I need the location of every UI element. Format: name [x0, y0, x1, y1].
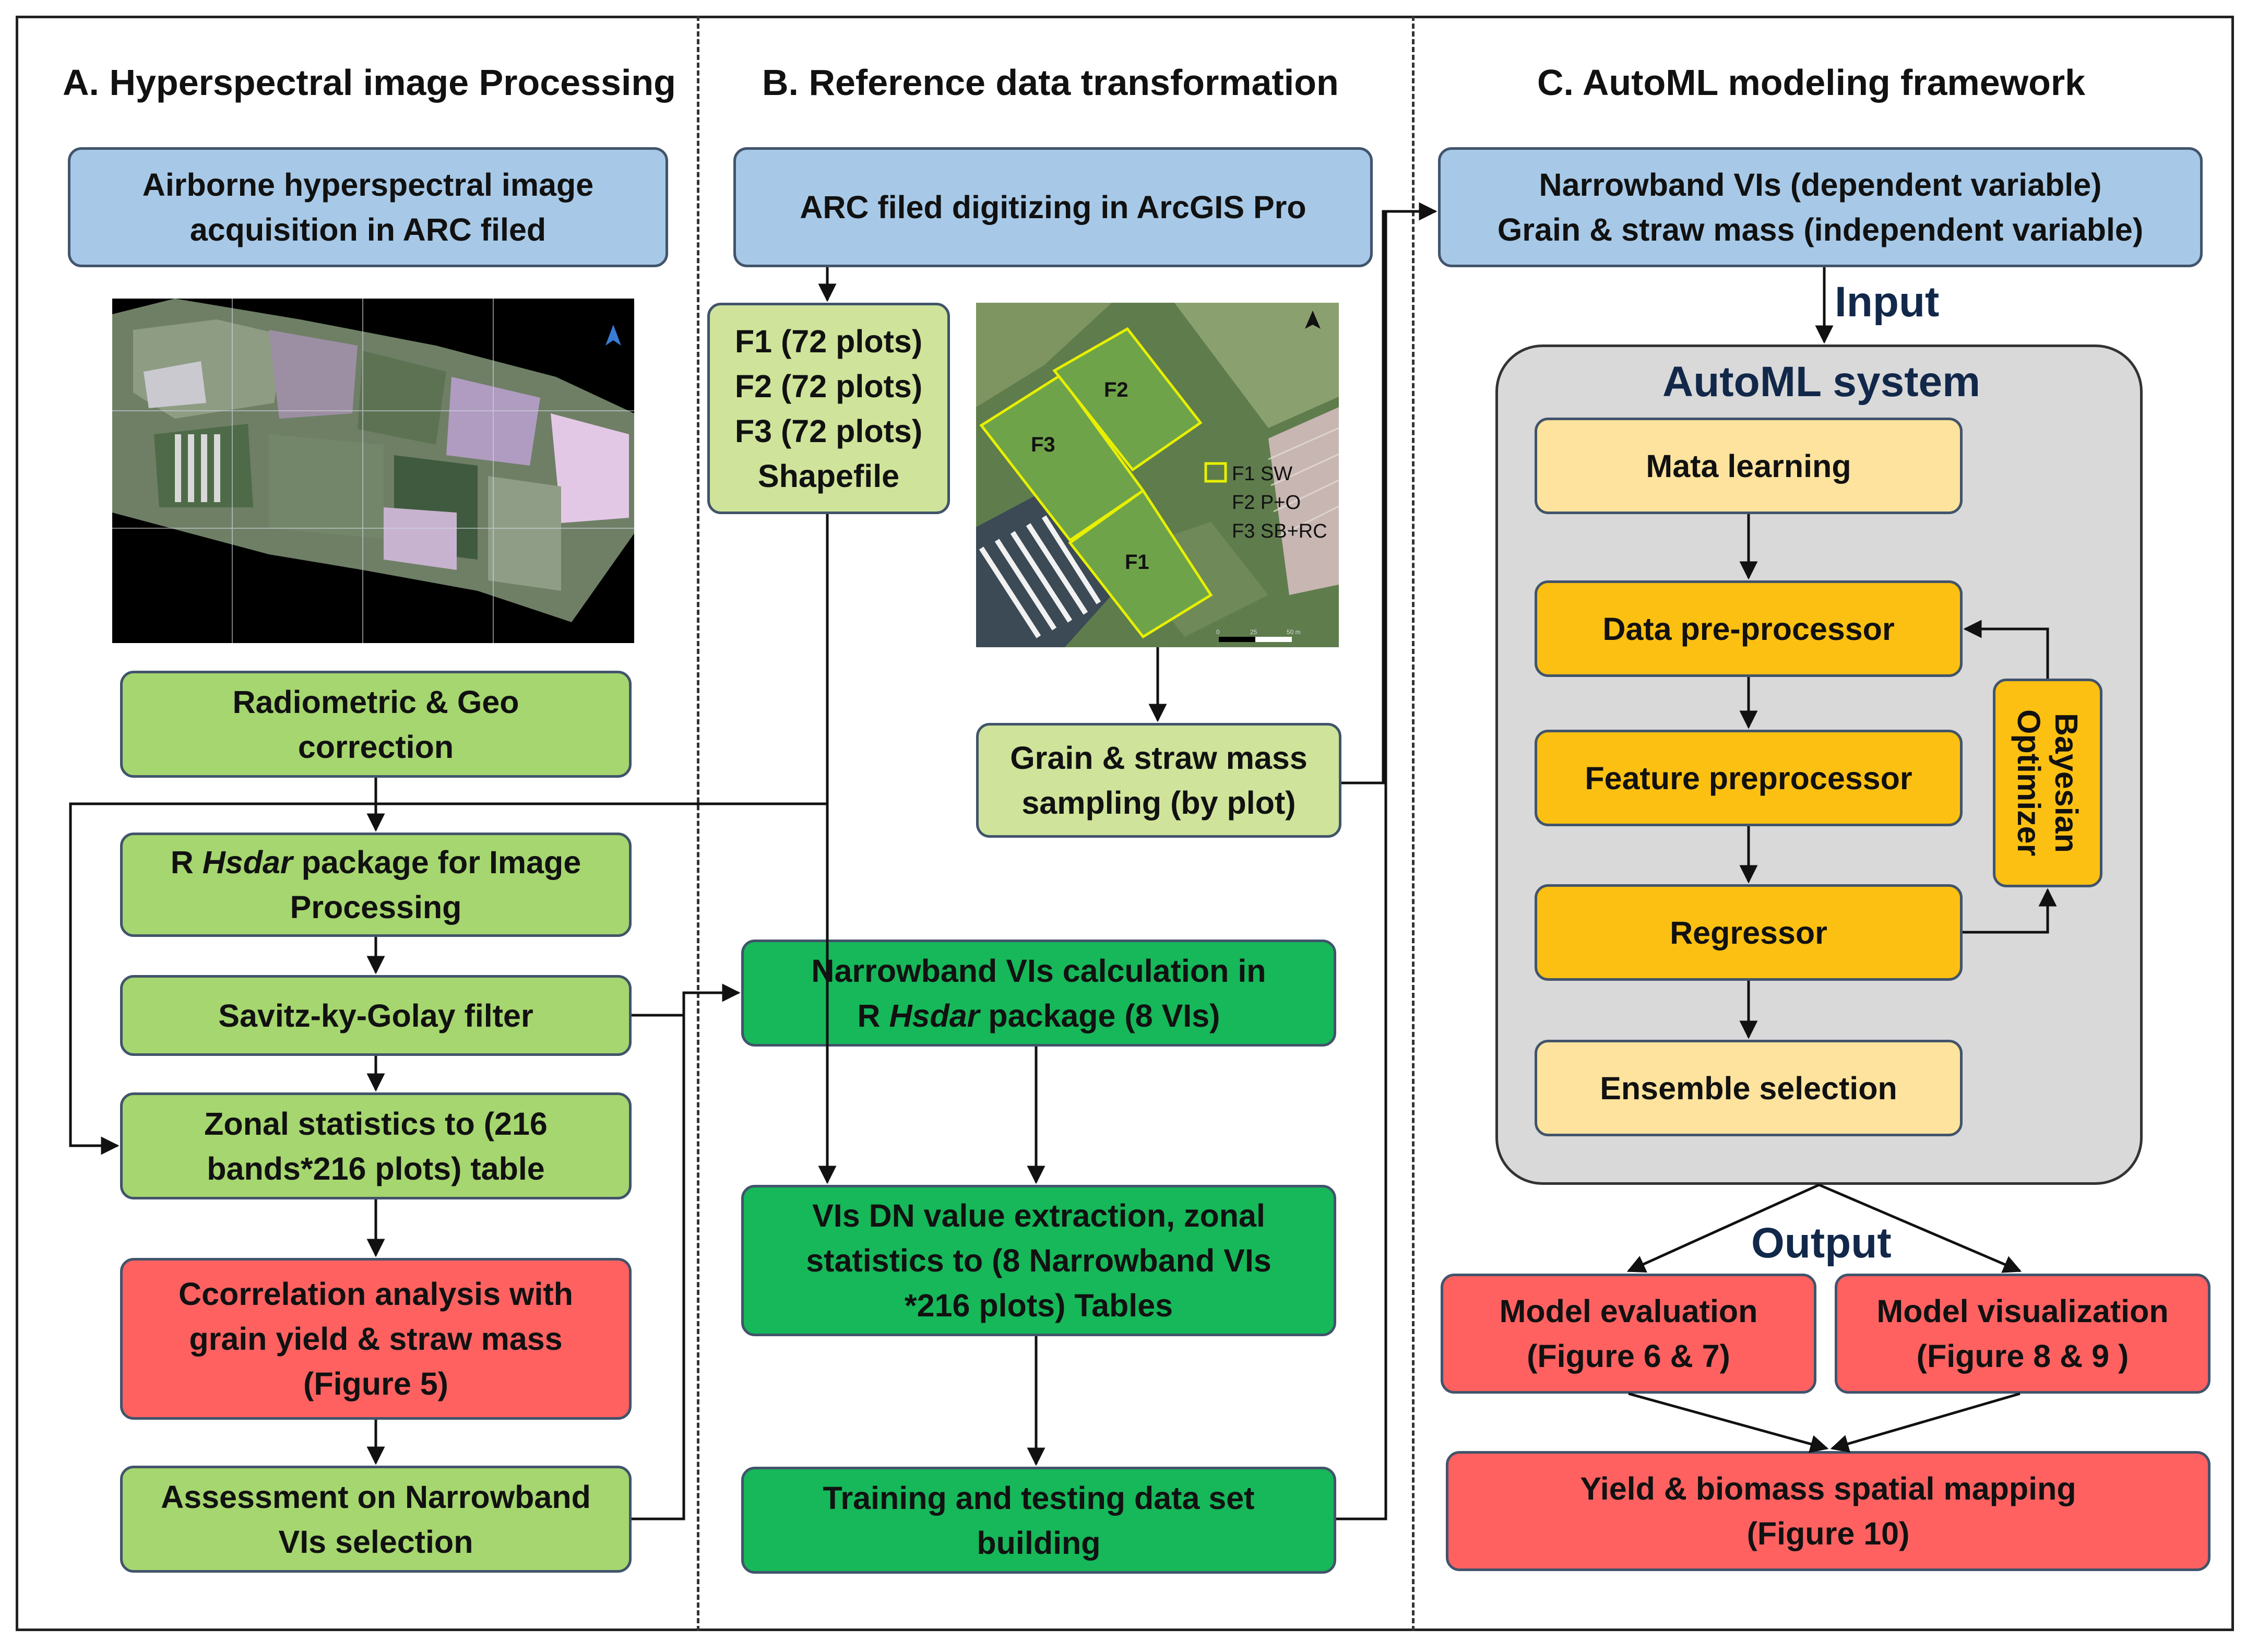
arrow-system-to-visualization — [1819, 1183, 2022, 1273]
section-b-title: B. Reference data transformation — [762, 62, 1339, 103]
vi-calc-line1: Narrowband VIs calculation in — [811, 953, 1266, 989]
legend-swatch — [1204, 462, 1227, 483]
ensemble-selection-box: Ensemble selection — [1535, 1040, 1963, 1136]
zonal-box: Zonal statistics to (216 bands*216 plots… — [120, 1092, 632, 1199]
meta-learning-box: Mata learning — [1535, 418, 1963, 514]
inputs-box: Narrowband VIs (dependent variable) Grai… — [1438, 147, 2203, 267]
divider-a-b — [697, 16, 699, 1631]
hsdar-pre: R — [170, 845, 203, 880]
savitzky-box: Savitz-ky-Golay filter — [120, 975, 632, 1056]
assessment-box: Assessment on Narrowband VIs selection — [120, 1466, 632, 1573]
plot-f1-shape — [1068, 489, 1213, 639]
line-assessment-feedback — [632, 1015, 685, 1520]
arrow-sampling-to-inputs — [1341, 202, 1437, 785]
arrow-regressor-to-bayesian — [1963, 888, 2057, 934]
hsdar-box: R Hsdar package for Image Processing — [120, 833, 632, 937]
output-label: Output — [1751, 1219, 1892, 1267]
hsdar-post: package for Image Processing — [290, 845, 581, 925]
field-plot-map: F3 F2 F1 F1 SW F2 P+O F3 SB+RC 0 25 50 m — [976, 303, 1339, 647]
hyperspectral-image-svg — [112, 299, 634, 643]
north-arrow-icon — [1305, 311, 1321, 329]
training-box: Training and testing data set building — [741, 1467, 1336, 1574]
radiometric-box: Radiometric & Geo correction — [120, 671, 632, 778]
line-training-to-inputs — [1336, 211, 1387, 1520]
map-label-f3: F3 — [1031, 433, 1055, 456]
plot-f2-shape — [1052, 327, 1203, 472]
extraction-box: VIs DN value extraction, zonal statistic… — [741, 1185, 1336, 1336]
section-a-title: A. Hyperspectral image Processing — [63, 62, 676, 103]
digitizing-box: ARC filed digitizing in ArcGIS Pro — [733, 147, 1373, 267]
vi-calculation-box: Narrowband VIs calculation in R Hsdar pac… — [741, 940, 1336, 1047]
spatial-mapping-box: Yield & biomass spatial mapping (Figure … — [1446, 1451, 2211, 1571]
model-visualization-box: Model visualization (Figure 8 & 9 ) — [1835, 1274, 2211, 1394]
arrow-visualization-to-mapping — [1830, 1392, 2021, 1453]
feature-preprocessor-box: Feature preprocessor — [1535, 730, 1963, 826]
vi-calc-pre: R — [857, 997, 889, 1033]
vi-calc-italic: Hsdar — [889, 997, 980, 1033]
arrow-evaluation-to-mapping — [1628, 1392, 1829, 1453]
acquisition-box: Airborne hyperspectral image acquisition… — [68, 147, 668, 267]
map-label-f1: F1 — [1125, 551, 1149, 574]
vi-calc-post: package (8 VIs) — [979, 997, 1220, 1033]
arrow-bayesian-to-datapre — [1963, 620, 2049, 679]
arrow-savitzky-to-vicalc — [632, 983, 741, 1017]
sampling-box: Grain & straw mass sampling (by plot) — [976, 723, 1341, 838]
legend-f2: F2 P+O — [1232, 492, 1301, 514]
hyperspectral-image — [112, 299, 634, 643]
outer-frame — [16, 16, 2234, 1631]
legend-f3: F3 SB+RC — [1232, 520, 1327, 542]
data-preprocessor-box: Data pre-processor — [1535, 580, 1963, 677]
model-evaluation-box: Model evaluation (Figure 6 & 7) — [1441, 1274, 1816, 1394]
scale-50: 50 m — [1287, 628, 1301, 636]
hsdar-italic: Hsdar — [202, 845, 293, 880]
input-label: Input — [1835, 278, 1940, 326]
regressor-box: Regressor — [1535, 884, 1963, 981]
section-c-title: C. AutoML modeling framework — [1537, 62, 2086, 103]
correlation-box: Ccorrelation analysis with grain yield &… — [120, 1258, 632, 1420]
scale-0: 0 — [1216, 628, 1220, 636]
map-label-f2: F2 — [1104, 378, 1128, 401]
bayesian-optimizer-box: Bayesian Optimizer — [1993, 679, 2102, 887]
field-plot-map-svg: F3 F2 F1 F1 SW F2 P+O F3 SB+RC 0 25 50 m — [976, 303, 1339, 647]
automl-system-title: AutoML system — [1662, 358, 1981, 406]
arrow-system-to-evaluation — [1626, 1183, 1820, 1273]
legend-f1: F1 SW — [1232, 463, 1292, 485]
plots-shapefile-box: F1 (72 plots) F2 (72 plots) F3 (72 plots… — [707, 303, 950, 514]
scale-25: 25 — [1250, 628, 1257, 636]
divider-b-c — [1412, 16, 1415, 1631]
arrow-shapefile-to-zonal — [69, 514, 829, 1155]
